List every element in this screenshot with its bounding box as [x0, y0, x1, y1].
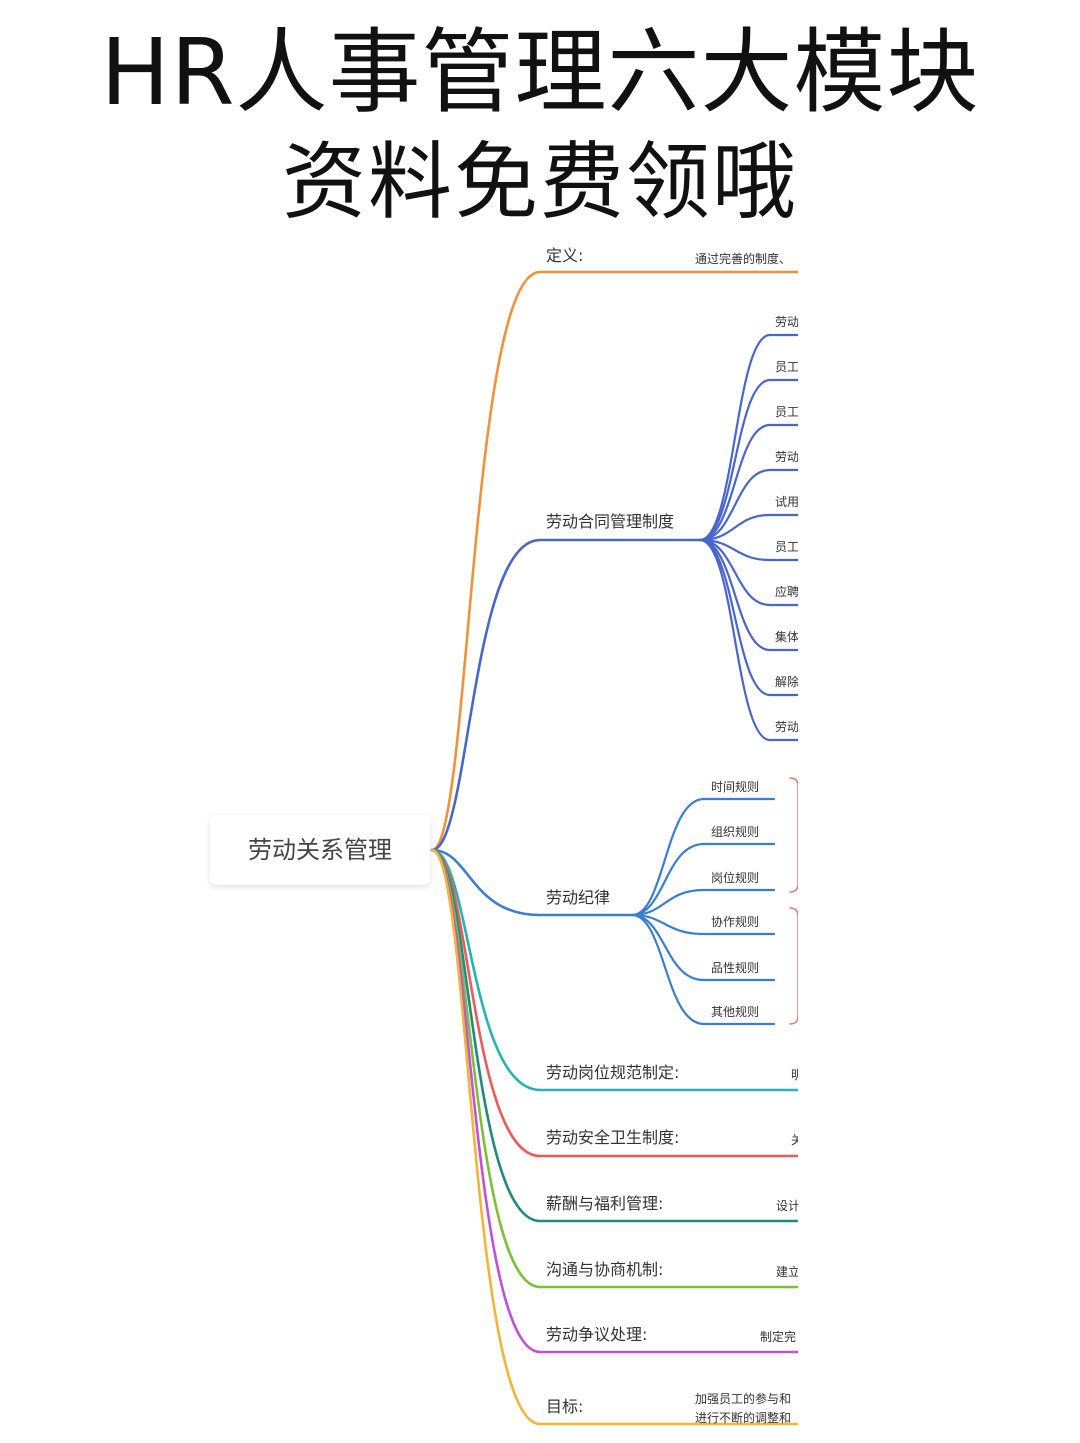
contract-child-connector-4	[698, 468, 772, 542]
contract-child-connector-8	[698, 538, 772, 652]
discipline-child-connector-3	[630, 888, 706, 917]
contract-child-connector-3	[698, 423, 772, 542]
contract-child-connector-10	[698, 538, 772, 742]
branch-labor-discipline[interactable]: 劳动纪律	[546, 888, 611, 907]
contract-child-4[interactable]: 劳动	[775, 450, 798, 464]
contract-child-8[interactable]: 集体	[775, 630, 798, 644]
branch-safety-health-note: 关	[791, 1133, 798, 1147]
contract-child-5[interactable]: 试用	[775, 495, 798, 509]
branch-goal-note-line1: 加强员工的参与和	[695, 1392, 792, 1406]
branch-goal[interactable]: 目标:	[546, 1397, 584, 1416]
discipline-bracket-top	[789, 777, 798, 893]
branch-labor-contract[interactable]: 劳动合同管理制度	[546, 512, 675, 531]
branch-definition[interactable]: 定义:	[546, 246, 584, 265]
contract-child-connector-9	[698, 538, 772, 697]
discipline-bracket-bottom	[789, 907, 798, 1025]
branch-dispute[interactable]: 劳动争议处理:	[546, 1325, 648, 1344]
discipline-child-cooperation[interactable]: 协作规则	[711, 915, 760, 929]
discipline-child-post[interactable]: 岗位规则	[711, 871, 760, 885]
discipline-child-other[interactable]: 其他规则	[711, 1005, 760, 1019]
contract-child-connector-1	[698, 333, 772, 542]
branch-post-norms[interactable]: 劳动岗位规范制定:	[546, 1063, 680, 1082]
mindmap-viewport: 劳动关系管理 定义: 通过完善的制度、 劳动合同管理制度 劳动 员工 员工 劳动…	[210, 246, 798, 1426]
branch-compensation[interactable]: 薪酬与福利管理:	[546, 1194, 664, 1213]
root-node-box	[210, 815, 430, 885]
branch-connector-1	[430, 270, 542, 852]
branch-goal-note-line2: 进行不断的调整和	[695, 1411, 792, 1425]
contract-child-6[interactable]: 员工	[775, 540, 798, 554]
contract-child-2[interactable]: 员工	[775, 360, 798, 374]
contract-child-connector-5	[698, 513, 772, 542]
discipline-child-organization[interactable]: 组织规则	[711, 825, 760, 839]
contract-child-9[interactable]: 解除	[775, 675, 798, 689]
discipline-child-time[interactable]: 时间规则	[711, 780, 760, 794]
branch-compensation-note: 设计	[776, 1199, 798, 1213]
branch-connector-2	[430, 538, 542, 852]
contract-child-connector-2	[698, 378, 772, 542]
branch-connector-3	[430, 848, 542, 917]
branch-safety-health[interactable]: 劳动安全卫生制度:	[546, 1128, 680, 1147]
discipline-child-connector-2	[630, 842, 706, 917]
contract-child-3[interactable]: 员工	[775, 405, 798, 419]
discipline-child-conduct[interactable]: 品性规则	[711, 961, 760, 975]
discipline-child-connector-6	[630, 913, 706, 1026]
branch-post-norms-note: 明	[791, 1068, 798, 1082]
contract-child-7[interactable]: 应聘	[775, 585, 798, 599]
contract-child-1[interactable]: 劳动	[775, 315, 798, 329]
page-title-line2: 资料免费领哦	[281, 133, 798, 231]
discipline-child-connector-1	[630, 797, 706, 917]
mindmap-connectors	[430, 270, 798, 1426]
page-title-line1: HR人事管理六大模块	[100, 19, 980, 126]
contract-child-connector-6	[698, 538, 772, 562]
branch-communication-note: 建立	[776, 1265, 798, 1279]
root-node-label[interactable]: 劳动关系管理	[248, 836, 392, 864]
branch-dispute-note: 制定完	[760, 1330, 797, 1344]
branch-connector-9	[430, 848, 542, 1426]
contract-child-10[interactable]: 劳动	[775, 720, 798, 734]
branch-connector-6	[430, 848, 542, 1223]
branch-definition-note: 通过完善的制度、	[695, 252, 792, 266]
discipline-child-connector-4	[630, 913, 706, 936]
branch-communication[interactable]: 沟通与协商机制:	[546, 1260, 664, 1279]
